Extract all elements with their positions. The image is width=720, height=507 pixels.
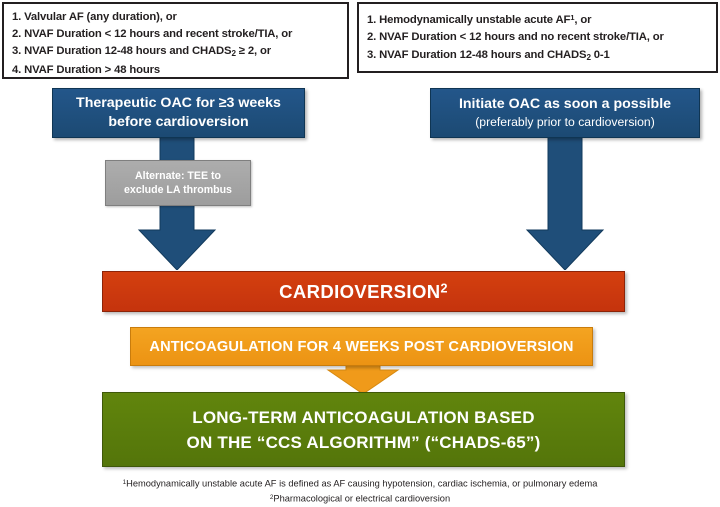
initiate-oac-box: Initiate OAC as soon a possible (prefera…	[430, 88, 700, 138]
long-term-line-2: ON THE “CCS ALGORITHM” (“CHADS-65”)	[186, 432, 541, 452]
therapeutic-oac-box: Therapeutic OAC for ≥3 weeks before card…	[52, 88, 305, 138]
criteria-left-item-1: 1. Valvular AF (any duration), or	[12, 11, 177, 23]
criteria-right-item-1: 1. Hemodynamically unstable acute AF1, o…	[367, 13, 592, 27]
tee-alternate-line-1: Alternate: TEE to	[135, 169, 221, 182]
criteria-right-item-2: 2. NVAF Duration < 12 hours and no recen…	[367, 31, 664, 44]
criteria-left-item-3: 3. NVAF Duration 12-48 hours and CHADS2 …	[12, 45, 271, 59]
criteria-box-left: 1. Valvular AF (any duration), or 2. NVA…	[2, 2, 349, 79]
tee-alternate-box: Alternate: TEE to exclude LA thrombus	[105, 160, 251, 206]
criteria-left-item-4: 4. NVAF Duration > 48 hours	[12, 64, 160, 77]
anticoagulation-4-weeks-label: ANTICOAGULATION FOR 4 WEEKS POST CARDIOV…	[149, 338, 574, 355]
footnotes: 1Hemodynamically unstable acute AF is de…	[0, 476, 720, 506]
therapeutic-oac-line-1: Therapeutic OAC for ≥3 weeks	[76, 95, 281, 111]
criteria-box-right: 1. Hemodynamically unstable acute AF1, o…	[357, 2, 718, 73]
criteria-left-item-2: 2. NVAF Duration < 12 hours and recent s…	[12, 28, 293, 41]
anticoagulation-4-weeks-box: ANTICOAGULATION FOR 4 WEEKS POST CARDIOV…	[130, 327, 593, 366]
down-arrow-icon-orange-path	[326, 364, 400, 394]
long-term-anticoagulation-box: LONG-TERM ANTICOAGULATION BASED ON THE “…	[102, 392, 625, 467]
cardioversion-label: CARDIOVERSION2	[279, 280, 448, 302]
down-arrow-icon-right-path	[525, 136, 605, 270]
long-term-line-1: LONG-TERM ANTICOAGULATION BASED	[192, 407, 535, 427]
initiate-oac-line-2: (preferably prior to cardioversion)	[475, 115, 655, 129]
tee-alternate-line-2: exclude LA thrombus	[124, 184, 232, 196]
footnote-1: 1Hemodynamically unstable acute AF is de…	[122, 478, 598, 489]
footnote-2: 2Pharmacological or electrical cardiover…	[269, 493, 451, 504]
initiate-oac-line-1: Initiate OAC as soon a possible	[458, 96, 672, 112]
criteria-right-item-3: 3. NVAF Duration 12-48 hours and CHADS2 …	[367, 48, 610, 62]
cardioversion-box: CARDIOVERSION2	[102, 271, 625, 312]
therapeutic-oac-line-2: before cardioversion	[108, 114, 249, 130]
